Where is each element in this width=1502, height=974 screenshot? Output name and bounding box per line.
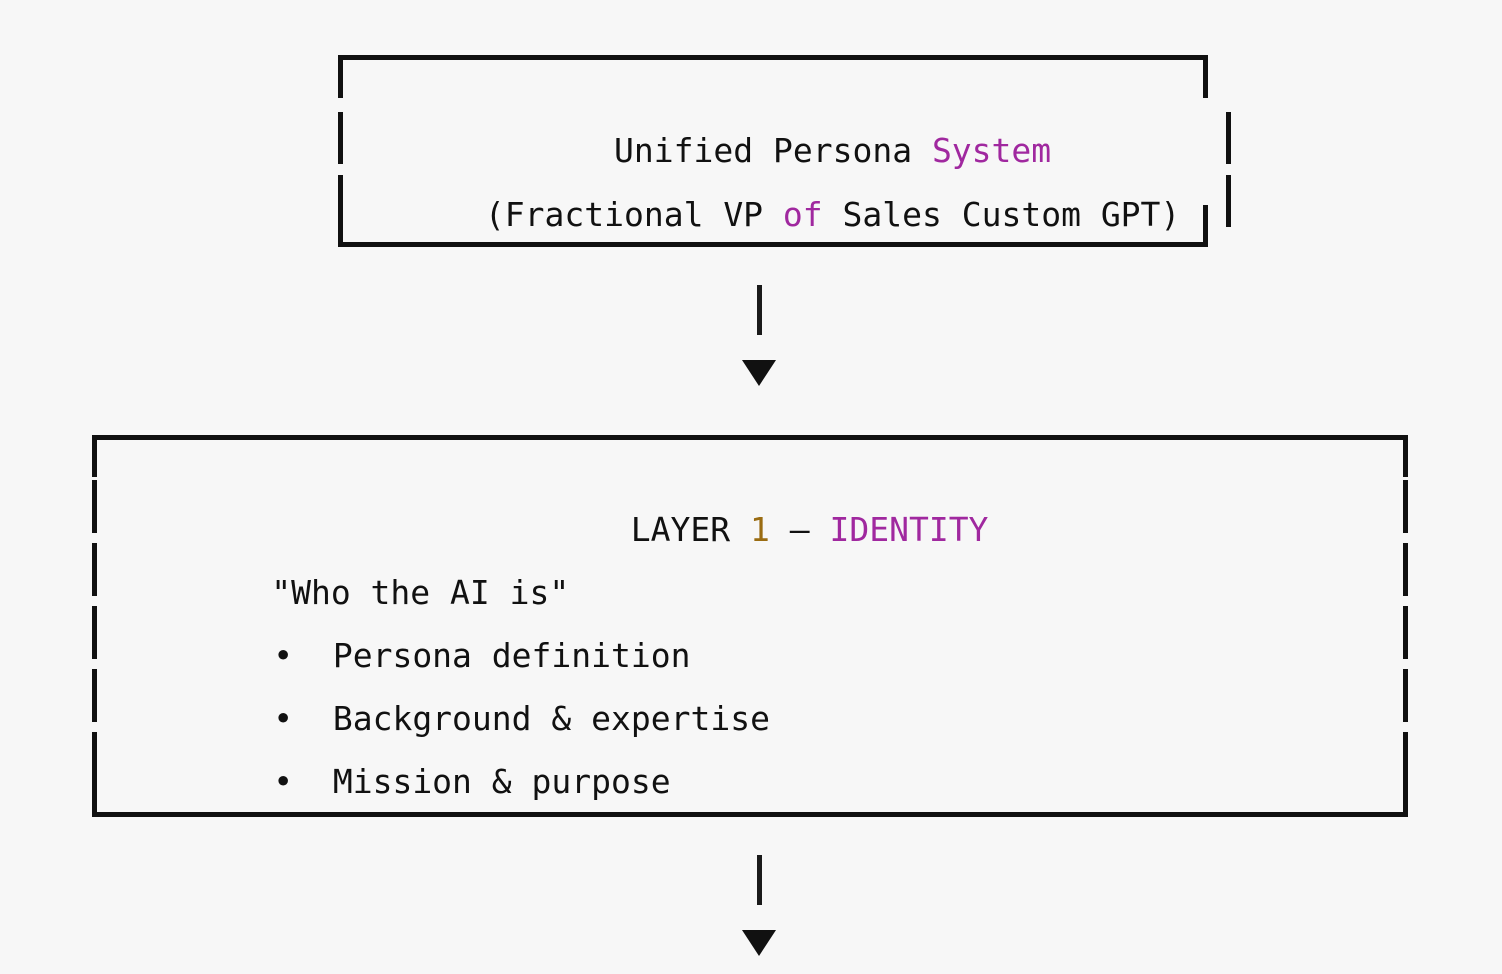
layer1-right-bar-bullet3 — [1403, 732, 1408, 785]
layer1-left-bar-subtitle — [92, 543, 97, 596]
layer1-heading: LAYER 1 — IDENTITY — [92, 480, 1408, 579]
box-right-bar-row1 — [1226, 112, 1231, 164]
box-left-bar-row1 — [338, 112, 343, 164]
layer1-right-bar-heading — [1403, 480, 1408, 533]
top-box-line-2: (Fractional VP of Sales Custom GPT) — [338, 165, 1208, 264]
box-right-bar-row2 — [1226, 175, 1231, 227]
bullet-icon: • — [273, 699, 294, 738]
layer1-left-bar-bullet2 — [92, 669, 97, 722]
layer1-heading-dash: — — [789, 510, 810, 549]
bullet-icon: • — [273, 636, 294, 675]
top-box-line2-text-a: (Fractional VP — [484, 195, 783, 234]
connector-2-bar — [757, 855, 762, 905]
layer1-left-bar-heading — [92, 480, 97, 533]
connector-1-bar — [757, 285, 762, 335]
layer1-heading-title: IDENTITY — [829, 510, 989, 549]
layer1-bullet-item-3: • Mission & purpose — [154, 732, 671, 831]
box-bottom-border — [338, 242, 1208, 247]
box-left-bar-row2 — [338, 175, 343, 227]
box-left-corner-bottom — [338, 205, 343, 242]
layer1-subtitle-text: "Who the AI is" — [271, 573, 570, 612]
layer1-heading-label: LAYER — [630, 510, 731, 549]
layer-1-identity-box: LAYER 1 — IDENTITY "Who the AI is" • Per… — [92, 435, 1408, 817]
connector-2-arrow-icon — [742, 930, 776, 956]
connector-top-to-layer1 — [0, 0, 1502, 386]
layer1-heading-number: 1 — [749, 510, 770, 549]
layer1-bullet-item-1: • Persona definition — [154, 606, 690, 705]
layer1-bullet-3-text: Mission & purpose — [332, 762, 671, 801]
box-top-border — [338, 55, 1208, 60]
layer1-right-corner-bottom — [1403, 775, 1408, 812]
top-box-line1-highlight: System — [931, 131, 1052, 170]
box-left-corner-top — [338, 60, 343, 98]
layer1-subtitle: "Who the AI is" — [152, 543, 569, 642]
top-box-line1-text: Unified Persona — [614, 131, 932, 170]
unified-persona-system-box: Unified Persona System (Fractional VP of… — [338, 55, 1231, 247]
layer1-right-corner-top — [1403, 440, 1408, 477]
layer1-bullet-1-text: Persona definition — [332, 636, 691, 675]
layer1-left-corner-bottom — [92, 775, 97, 812]
top-box-line-1: Unified Persona System — [338, 101, 1208, 200]
box-right-corner-bottom — [1203, 205, 1208, 242]
layer1-right-bar-bullet1 — [1403, 606, 1408, 659]
layer1-left-bar-bullet3 — [92, 732, 97, 785]
connector-1-arrow-icon — [742, 360, 776, 386]
box-right-corner-top — [1203, 60, 1208, 98]
top-box-line2-highlight: of — [782, 195, 823, 234]
layer1-top-border — [92, 435, 1408, 440]
layer1-bottom-border — [92, 812, 1408, 817]
layer1-right-bar-subtitle — [1403, 543, 1408, 596]
layer1-bullet-2-text: Background & expertise — [332, 699, 770, 738]
top-box-line2-text-b: Sales Custom GPT) — [822, 195, 1181, 234]
layer1-left-bar-bullet1 — [92, 606, 97, 659]
layer1-bullet-item-2: • Background & expertise — [154, 669, 770, 768]
layer1-right-bar-bullet2 — [1403, 669, 1408, 722]
layer1-left-corner-top — [92, 440, 97, 477]
bullet-icon: • — [273, 762, 294, 801]
